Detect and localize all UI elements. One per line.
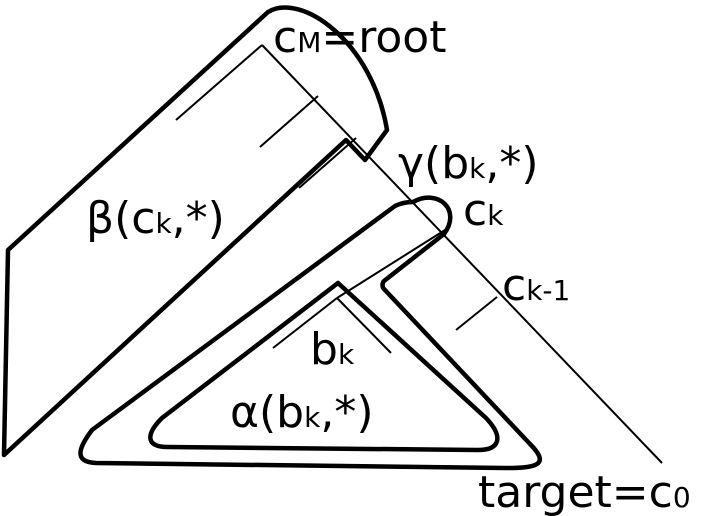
beta-region-outline	[1, 5, 390, 458]
branch-2	[259, 95, 319, 148]
ck-label: ck	[463, 185, 504, 236]
bk-label: bk	[310, 324, 355, 375]
target-label: target=c0	[478, 467, 691, 516]
bk-branch-left	[272, 297, 338, 349]
gamma-label: γ(bk,*)	[398, 138, 539, 189]
alpha-region-outline	[148, 280, 500, 453]
alpha-label: α(bk,*)	[230, 387, 373, 438]
branch-ck-1	[455, 296, 498, 331]
beta-label: β(ck,*)	[86, 193, 225, 244]
branch-3	[298, 137, 357, 189]
gamma-region-outline	[78, 195, 542, 471]
cm-root-label: cM=root	[273, 12, 446, 63]
ck-minus-1-label: ck-1	[502, 260, 570, 311]
bk-branch-right	[336, 297, 392, 354]
ck-to-bk-path	[336, 229, 446, 299]
branch-1	[175, 44, 263, 121]
root-to-target-path	[261, 44, 663, 464]
